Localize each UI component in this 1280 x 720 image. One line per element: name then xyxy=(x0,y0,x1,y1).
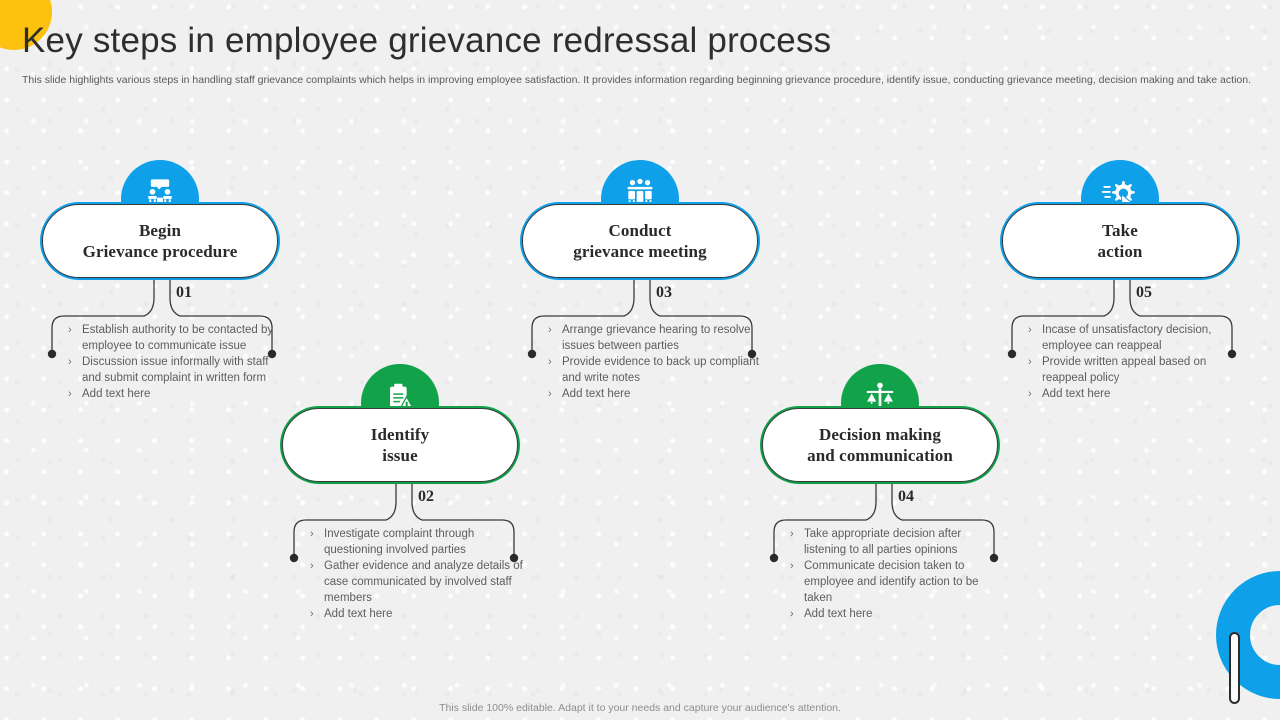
chevron-icon: › xyxy=(1028,356,1032,368)
footer-note: This slide 100% editable. Adapt it to yo… xyxy=(439,702,841,714)
chevron-icon: › xyxy=(1028,324,1032,336)
step-pill-2[interactable]: Identify issue xyxy=(280,406,520,484)
step-title-line-1: Conduct xyxy=(608,221,672,240)
decoration-vertical-bar xyxy=(1229,632,1240,704)
step-node-4[interactable]: Decision making and communication xyxy=(760,364,1000,484)
step-pill-3[interactable]: Conduct grievance meeting xyxy=(520,202,760,280)
bullet-text: Incase of unsatisfactory decision, emplo… xyxy=(1042,324,1212,352)
chevron-icon: › xyxy=(548,324,552,336)
connector-step-5 xyxy=(1006,272,1238,359)
step-bullets-4: › Take appropriate decision after listen… xyxy=(788,526,1004,622)
connector-step-4 xyxy=(768,476,1000,563)
bullet-text: Add text here xyxy=(324,608,393,620)
list-item: › Add text here xyxy=(1026,386,1242,402)
list-item: › Arrange grievance hearing to resolve i… xyxy=(546,322,762,354)
step-node-2[interactable]: Identify issue xyxy=(280,364,520,484)
bullet-text: Establish authority to be contacted by e… xyxy=(82,324,274,352)
bullet-text: Take appropriate decision after listenin… xyxy=(804,528,962,556)
chevron-icon: › xyxy=(548,356,552,368)
page-title: Key steps in employee grievance redressa… xyxy=(22,21,832,60)
step-bullets-1: › Establish authority to be contacted by… xyxy=(66,322,282,402)
chevron-icon: › xyxy=(1028,388,1032,400)
chevron-icon: › xyxy=(68,356,72,368)
bullet-text: Add text here xyxy=(82,388,151,400)
step-title-line-2: grievance meeting xyxy=(573,242,707,261)
list-item: › Investigate complaint through question… xyxy=(308,526,524,558)
bullet-text: Gather evidence and analyze details of c… xyxy=(324,560,523,604)
chevron-icon: › xyxy=(548,388,552,400)
chevron-icon: › xyxy=(790,608,794,620)
list-item: › Add text here xyxy=(308,606,524,622)
connector-step-1 xyxy=(46,272,278,359)
slide-subtitle: This slide highlights various steps in h… xyxy=(22,74,1251,86)
step-number-4: 04 xyxy=(898,488,914,505)
chevron-icon: › xyxy=(310,560,314,572)
bullet-text: Add text here xyxy=(1042,388,1111,400)
step-number-3: 03 xyxy=(656,284,672,301)
chevron-icon: › xyxy=(68,324,72,336)
slide-header: Key steps in employee grievance redressa… xyxy=(22,18,1260,88)
step-pill-5[interactable]: Take action xyxy=(1000,202,1240,280)
step-bullets-3: › Arrange grievance hearing to resolve i… xyxy=(546,322,762,402)
list-item: › Communicate decision taken to employee… xyxy=(788,558,1004,606)
chevron-icon: › xyxy=(310,528,314,540)
step-title-line-2: Grievance procedure xyxy=(82,242,238,261)
bullet-text: Add text here xyxy=(804,608,873,620)
list-item: › Add text here xyxy=(788,606,1004,622)
chevron-icon: › xyxy=(68,388,72,400)
step-number-2: 02 xyxy=(418,488,434,505)
chevron-icon: › xyxy=(790,560,794,572)
decoration-blue-ring xyxy=(1216,571,1280,699)
step-node-5[interactable]: Take action xyxy=(1000,160,1240,280)
chevron-icon: › xyxy=(310,608,314,620)
step-title-line-1: Decision making xyxy=(819,425,941,444)
list-item: › Take appropriate decision after listen… xyxy=(788,526,1004,558)
bullet-text: Discussion issue informally with staff a… xyxy=(82,356,269,384)
step-node-1[interactable]: Begin Grievance procedure xyxy=(40,160,280,280)
step-number-1: 01 xyxy=(176,284,192,301)
connector-step-3 xyxy=(526,272,758,359)
step-pill-1[interactable]: Begin Grievance procedure xyxy=(40,202,280,280)
list-item: › Add text here xyxy=(546,386,762,402)
bullet-text: Provide evidence to back up compliant an… xyxy=(562,356,759,384)
step-title-line-2: issue xyxy=(382,446,418,465)
step-pill-4[interactable]: Decision making and communication xyxy=(760,406,1000,484)
step-title-line-2: action xyxy=(1097,242,1143,261)
chevron-icon: › xyxy=(790,528,794,540)
bullet-text: Provide written appeal based on reappeal… xyxy=(1042,356,1207,384)
list-item: › Add text here xyxy=(66,386,282,402)
list-item: › Provide evidence to back up compliant … xyxy=(546,354,762,386)
connector-step-2 xyxy=(288,476,520,563)
list-item: › Incase of unsatisfactory decision, emp… xyxy=(1026,322,1242,354)
list-item: › Establish authority to be contacted by… xyxy=(66,322,282,354)
bullet-text: Add text here xyxy=(562,388,631,400)
step-number-5: 05 xyxy=(1136,284,1152,301)
step-bullets-5: › Incase of unsatisfactory decision, emp… xyxy=(1026,322,1242,402)
list-item: › Gather evidence and analyze details of… xyxy=(308,558,524,606)
step-bullets-2: › Investigate complaint through question… xyxy=(308,526,524,622)
list-item: › Provide written appeal based on reappe… xyxy=(1026,354,1242,386)
step-node-3[interactable]: Conduct grievance meeting xyxy=(520,160,760,280)
bullet-text: Investigate complaint through questionin… xyxy=(324,528,475,556)
step-title-line-1: Begin xyxy=(138,221,182,240)
step-title-line-2: and communication xyxy=(807,446,953,465)
list-item: › Discussion issue informally with staff… xyxy=(66,354,282,386)
bullet-text: Communicate decision taken to employee a… xyxy=(804,560,979,604)
bullet-text: Arrange grievance hearing to resolve iss… xyxy=(562,324,751,352)
step-title-line-1: Take xyxy=(1102,221,1138,240)
step-title-line-1: Identify xyxy=(370,425,430,444)
